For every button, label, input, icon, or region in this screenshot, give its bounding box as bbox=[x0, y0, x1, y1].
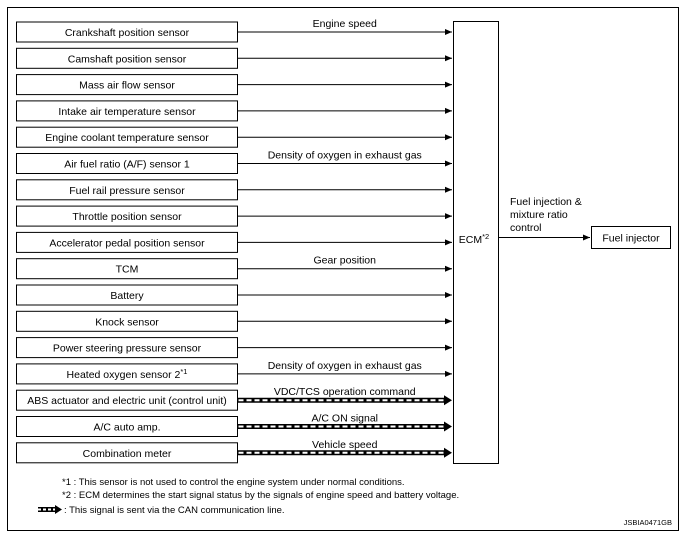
output-function-line-1: Fuel injection & bbox=[510, 196, 582, 208]
signal-label: VDC/TCS operation command bbox=[274, 386, 416, 398]
sensor-label: Throttle position sensor bbox=[72, 211, 182, 223]
sensor-label: Knock sensor bbox=[95, 316, 159, 328]
note-3: : This signal is sent via the CAN commun… bbox=[64, 505, 285, 516]
note-1: *1 : This sensor is not used to control … bbox=[62, 477, 405, 488]
sensor-label: Engine coolant temperature sensor bbox=[45, 132, 209, 144]
sensor-label: Intake air temperature sensor bbox=[58, 106, 196, 118]
outer-frame bbox=[7, 7, 679, 531]
output-function-line-2: mixture ratio bbox=[510, 209, 568, 221]
sensor-label: Power steering pressure sensor bbox=[53, 343, 202, 355]
can-signal-arrowhead bbox=[444, 395, 452, 406]
sensor-label: TCM bbox=[116, 264, 139, 276]
signal-label: Engine speed bbox=[313, 18, 377, 30]
fuel-injector-label: Fuel injector bbox=[602, 233, 660, 245]
sensor-label: Fuel rail pressure sensor bbox=[69, 185, 185, 197]
signal-label: Vehicle speed bbox=[312, 439, 378, 451]
can-legend-arrow bbox=[38, 505, 62, 514]
ecm-footnote-mark: *2 bbox=[482, 232, 489, 241]
sensor-label: Battery bbox=[110, 290, 144, 302]
can-signal-arrowhead bbox=[444, 421, 452, 432]
sensor-label: Crankshaft position sensor bbox=[65, 27, 190, 39]
figure-code: JSBIA0471GB bbox=[624, 518, 672, 527]
footnote-mark: *1 bbox=[180, 367, 187, 376]
sensor-label: A/C auto amp. bbox=[93, 422, 160, 434]
sensor-label: ABS actuator and electric unit (control … bbox=[27, 395, 227, 407]
fuel-injector-box bbox=[591, 226, 671, 249]
ecm-label: ECM*2 bbox=[459, 232, 489, 246]
sensor-label: Air fuel ratio (A/F) sensor 1 bbox=[64, 159, 190, 171]
signal-label: Density of oxygen in exhaust gas bbox=[268, 150, 422, 162]
sensor-rows: Crankshaft position sensor Engine speedCa… bbox=[16, 18, 452, 464]
sensor-label: Heated oxygen sensor 2*1 bbox=[67, 367, 188, 381]
note-2: *2 : ECM determines the start signal sta… bbox=[62, 490, 459, 501]
ecm-box bbox=[453, 21, 499, 464]
output-function-line-3: control bbox=[510, 222, 542, 234]
signal-label: Density of oxygen in exhaust gas bbox=[268, 360, 422, 372]
signal-label: Gear position bbox=[314, 255, 377, 267]
sensor-label: Camshaft position sensor bbox=[68, 53, 187, 65]
sensor-label: Accelerator pedal position sensor bbox=[49, 237, 205, 249]
can-signal-arrowhead bbox=[444, 447, 452, 458]
sensor-label: Combination meter bbox=[83, 448, 172, 460]
sensor-label: Mass air flow sensor bbox=[79, 80, 175, 92]
signal-label: A/C ON signal bbox=[311, 413, 378, 425]
